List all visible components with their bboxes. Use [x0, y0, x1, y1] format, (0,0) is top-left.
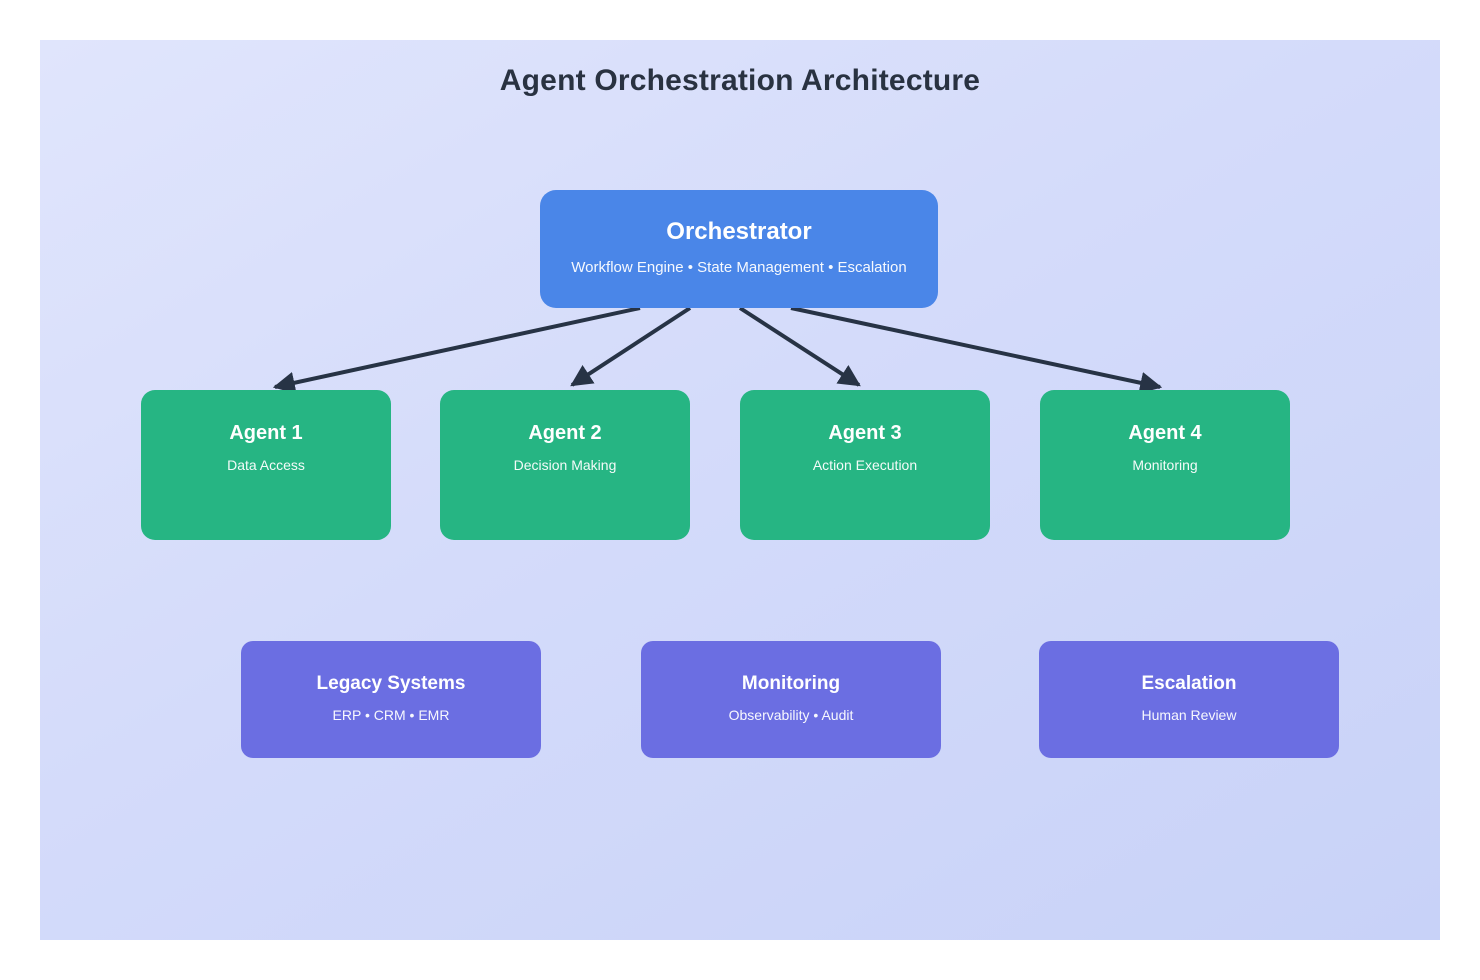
agent-2-subtitle: Decision Making: [513, 457, 617, 473]
arrow-orchestrator-to-agent-1: [272, 306, 641, 394]
escalation-node: Escalation Human Review: [1039, 641, 1339, 758]
agent-3-title: Agent 3: [828, 422, 902, 444]
legacy-systems-subtitle: ERP • CRM • EMR: [332, 707, 450, 723]
escalation-subtitle: Human Review: [1141, 707, 1237, 723]
escalation-title: Escalation: [1141, 673, 1237, 694]
agent-4-subtitle: Monitoring: [1132, 457, 1198, 473]
diagram-canvas: Agent Orchestration Architecture Orchest…: [40, 40, 1440, 940]
legacy-systems-node: Legacy Systems ERP • CRM • EMR: [241, 641, 541, 758]
arrow-orchestrator-to-agent-2: [570, 306, 692, 387]
orchestrator-node: Orchestrator Workflow Engine • State Man…: [540, 190, 938, 308]
agent-2-node: Agent 2 Decision Making: [440, 390, 690, 540]
orchestrator-title: Orchestrator: [666, 218, 812, 245]
diagram-title: Agent Orchestration Architecture: [499, 64, 981, 97]
agent-2-title: Agent 2: [528, 422, 602, 444]
agent-1-subtitle: Data Access: [227, 457, 305, 473]
agent-4-title: Agent 4: [1128, 422, 1202, 444]
agent-3-node: Agent 3 Action Execution: [740, 390, 990, 540]
monitoring-subtitle: Observability • Audit: [728, 707, 854, 723]
agent-3-subtitle: Action Execution: [812, 457, 918, 473]
arrow-orchestrator-to-agent-3: [738, 306, 861, 387]
legacy-systems-title: Legacy Systems: [316, 673, 466, 694]
agent-1-title: Agent 1: [229, 422, 303, 444]
agent-1-node: Agent 1 Data Access: [141, 390, 391, 540]
orchestrator-subtitle: Workflow Engine • State Management • Esc…: [571, 259, 907, 276]
arrow-orchestrator-to-agent-4: [790, 306, 1163, 394]
monitoring-node: Monitoring Observability • Audit: [641, 641, 941, 758]
agent-4-node: Agent 4 Monitoring: [1040, 390, 1290, 540]
monitoring-title: Monitoring: [741, 673, 841, 694]
